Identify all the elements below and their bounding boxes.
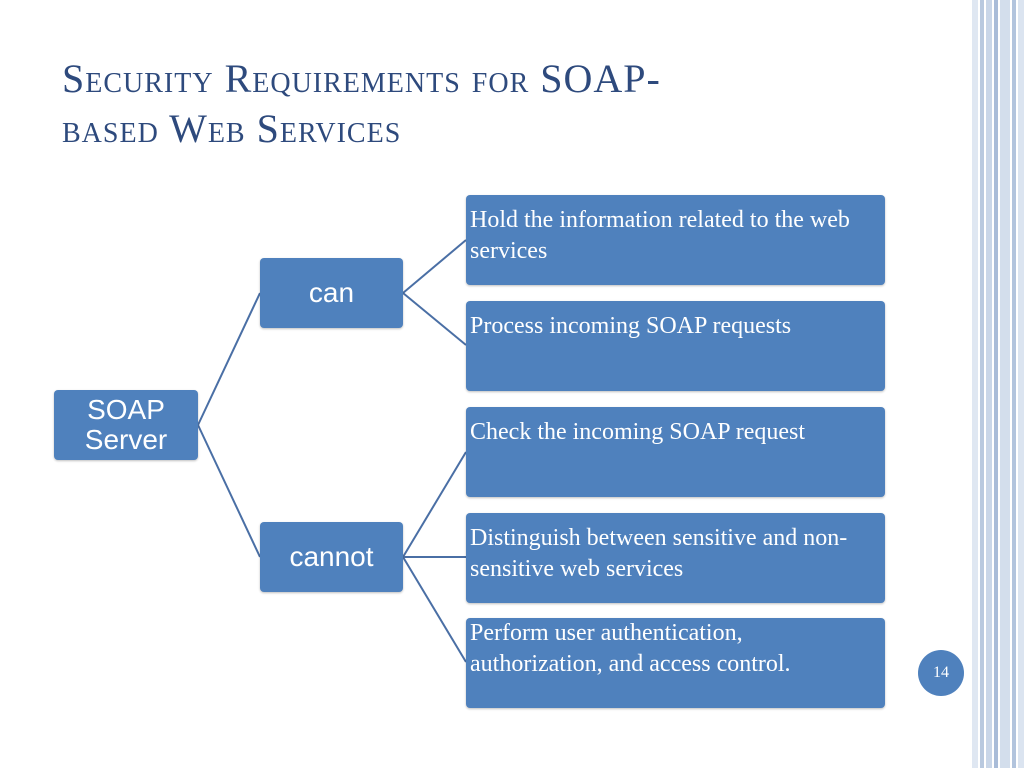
branch-label-cannot: cannot (289, 541, 374, 572)
leaf-node-cannot-3: Perform user authentication, authorizati… (466, 618, 885, 708)
leaf-text: Perform user authentication, authorizati… (470, 620, 791, 677)
slide-title-line-1: Security Requirements for SOAP- (62, 56, 661, 101)
connector-root-cannot (197, 424, 261, 558)
leaf-text: Hold the information related to the web … (470, 207, 850, 264)
slide-title: Security Requirements for SOAP- based We… (62, 54, 942, 154)
leaf-node-cannot-2: Distinguish between sensitive and non-se… (466, 513, 885, 603)
connector-can-leaf-1 (402, 239, 467, 294)
leaf-node-can-1: Hold the information related to the web … (466, 195, 885, 285)
connector-cannot-leaf-3 (402, 556, 467, 663)
leaf-text: Process incoming SOAP requests (470, 313, 792, 339)
branch-node-cannot: cannot (260, 522, 403, 592)
branch-label-can: can (308, 277, 355, 308)
root-node-label: SOAP Server (84, 394, 168, 455)
page-number: 14 (933, 664, 949, 681)
page-number-badge: 14 (918, 650, 964, 696)
decorative-side-bars (972, 0, 1024, 768)
leaf-text: Check the incoming SOAP request (470, 419, 806, 445)
connector-root-can (197, 292, 261, 426)
root-node: SOAP Server (54, 390, 198, 460)
leaf-node-can-2: Process incoming SOAP requests (466, 301, 885, 391)
connector-can-leaf-2 (402, 292, 467, 346)
slide-title-line-2: based Web Services (62, 106, 402, 151)
connector-cannot-leaf-1 (402, 451, 467, 558)
branch-node-can: can (260, 258, 403, 328)
leaf-text: Distinguish between sensitive and non-se… (470, 525, 848, 582)
leaf-node-cannot-1: Check the incoming SOAP request (466, 407, 885, 497)
